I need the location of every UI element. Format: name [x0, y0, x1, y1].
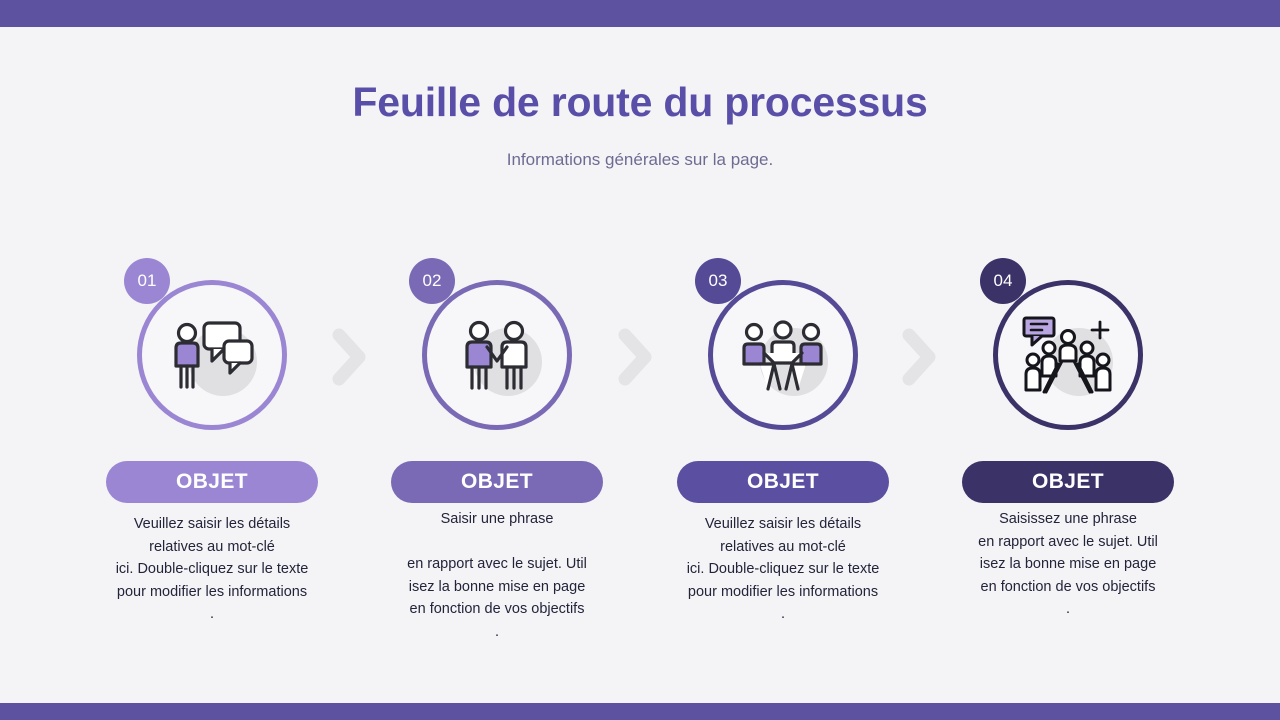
step-4-circle-group: 04 [980, 258, 1143, 430]
meeting-table-three-people-icon [708, 280, 858, 430]
handshake-two-people-icon [422, 280, 572, 430]
step-1-circle-group: 01 [124, 258, 287, 430]
process-step-4[interactable]: 04 OBJET Saisissez une phrase en rapport… [952, 258, 1184, 621]
step-4-label-pill[interactable]: OBJET [962, 461, 1174, 503]
bottom-accent-band [0, 703, 1280, 720]
step-4-description: Saisissez une phrase en rapport avec le … [978, 511, 1158, 617]
step-3-number-badge: 03 [695, 258, 741, 304]
step-2-circle-group: 02 [409, 258, 572, 430]
step-3-label-pill[interactable]: OBJET [677, 461, 889, 503]
step-2-description: Saisir une phrase en rapport avec le suj… [407, 511, 587, 640]
chevron-right-icon [616, 326, 656, 388]
step-3-description: Veuillez saisir les détails relatives au… [686, 516, 880, 622]
person-speech-bubbles-icon [137, 280, 287, 430]
audience-presentation-icon [993, 280, 1143, 430]
step-1-number-badge: 01 [124, 258, 170, 304]
chevron-right-icon [330, 326, 370, 388]
process-step-2[interactable]: 02 OBJET Saisir une phrase en rapport av… [381, 258, 613, 643]
slide-header: Feuille de route du processus Informatio… [0, 78, 1280, 170]
page-subtitle: Informations générales sur la page. [506, 150, 774, 170]
process-step-3[interactable]: 03 OBJET Veuillez saisir les détails rel… [667, 258, 899, 626]
step-1-description: Veuillez saisir les détails relatives au… [115, 516, 309, 622]
process-step-1[interactable]: 01 OBJET Veuillez saisir les détails rel… [96, 258, 328, 626]
step-2-number-badge: 02 [409, 258, 455, 304]
step-1-ring [137, 280, 287, 430]
page-title: Feuille de route du processus [352, 79, 928, 125]
step-2-label-pill[interactable]: OBJET [391, 461, 603, 503]
process-steps: 01 OBJET Veuillez saisir les détails rel… [0, 258, 1280, 648]
top-accent-band [0, 0, 1280, 27]
chevron-right-icon [900, 326, 940, 388]
step-1-label-pill[interactable]: OBJET [106, 461, 318, 503]
step-3-circle-group: 03 [695, 258, 858, 430]
step-4-number-badge: 04 [980, 258, 1026, 304]
